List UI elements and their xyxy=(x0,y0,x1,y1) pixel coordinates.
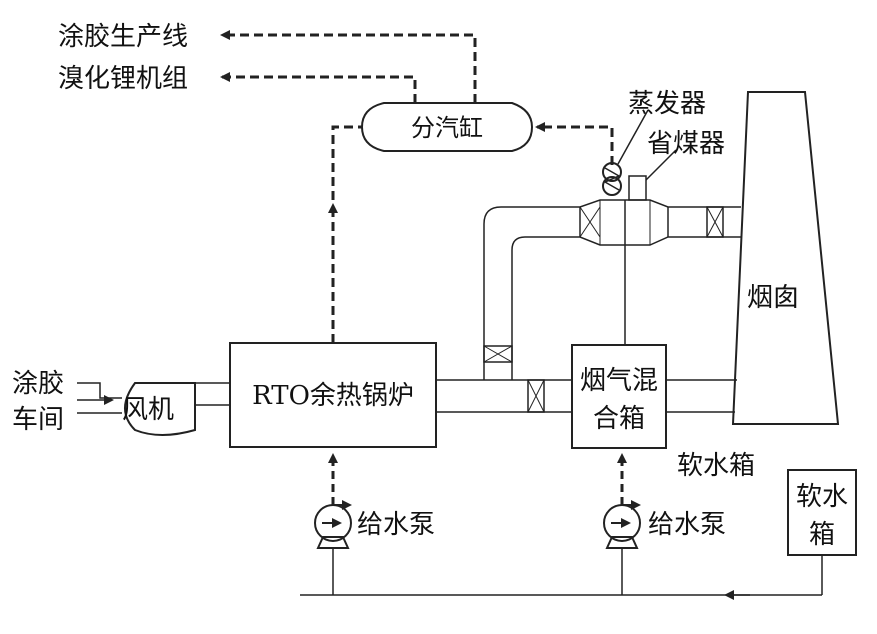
evaporator-label: 蒸发器 xyxy=(628,89,706,119)
fan-label: 风机 xyxy=(122,395,174,425)
soft-water-box-label-1: 软水 xyxy=(796,482,848,512)
chimney-shape xyxy=(731,91,840,425)
flue-duct-inner xyxy=(511,236,741,380)
mix-inlet-damper xyxy=(527,379,545,413)
heat-exchanger-diag-2 xyxy=(579,206,601,238)
economizer-label: 省煤器 xyxy=(647,129,725,159)
evaporator-coil xyxy=(602,162,622,182)
soft-water-tank-label: 软水箱 xyxy=(677,451,755,481)
rto-boiler-label: RTO余热锅炉 xyxy=(252,381,414,411)
steam-header-label: 分汽缸 xyxy=(411,114,483,142)
economizer-box xyxy=(628,175,647,201)
pump-right-base xyxy=(605,536,639,549)
soft-water-box-label-2: 箱 xyxy=(809,520,835,550)
chimney-label: 烟囱 xyxy=(747,283,799,313)
economizer-leader xyxy=(645,149,677,181)
steam-line-boiler-top xyxy=(331,125,362,200)
steam-header-shape xyxy=(360,102,534,152)
mix-box xyxy=(571,344,667,449)
fan-housing xyxy=(124,382,196,436)
workshop-to-fan xyxy=(77,382,122,399)
mix-box-label-2: 合箱 xyxy=(593,404,645,434)
coil-zigzag xyxy=(603,167,621,191)
pump-left-label: 给水泵 xyxy=(357,510,435,540)
evaporator-leader xyxy=(617,109,649,165)
coating-line-label: 涂胶生产线 xyxy=(58,22,188,52)
mix-inlet-damper-x2 xyxy=(527,379,545,413)
chimney-damper-x2 xyxy=(706,206,724,238)
rto-boiler-box xyxy=(229,342,437,448)
steam-line-evaporator xyxy=(535,122,614,165)
steam-line-libr xyxy=(220,72,417,103)
workshop-label-2: 车间 xyxy=(12,405,64,435)
mix-box-label-1: 烟气混 xyxy=(580,366,658,396)
economizer-coil xyxy=(602,176,622,196)
chimney-damper xyxy=(706,206,724,238)
riser-damper-x2 xyxy=(483,345,513,363)
pump-right-label: 给水泵 xyxy=(648,510,726,540)
flue-duct-outer xyxy=(483,199,741,380)
workshop-label-1: 涂胶 xyxy=(12,369,64,399)
riser-damper xyxy=(483,345,513,363)
libr-unit-label: 溴化锂机组 xyxy=(58,64,188,94)
pump-left-base xyxy=(316,536,350,549)
steam-line-coating xyxy=(220,30,477,103)
